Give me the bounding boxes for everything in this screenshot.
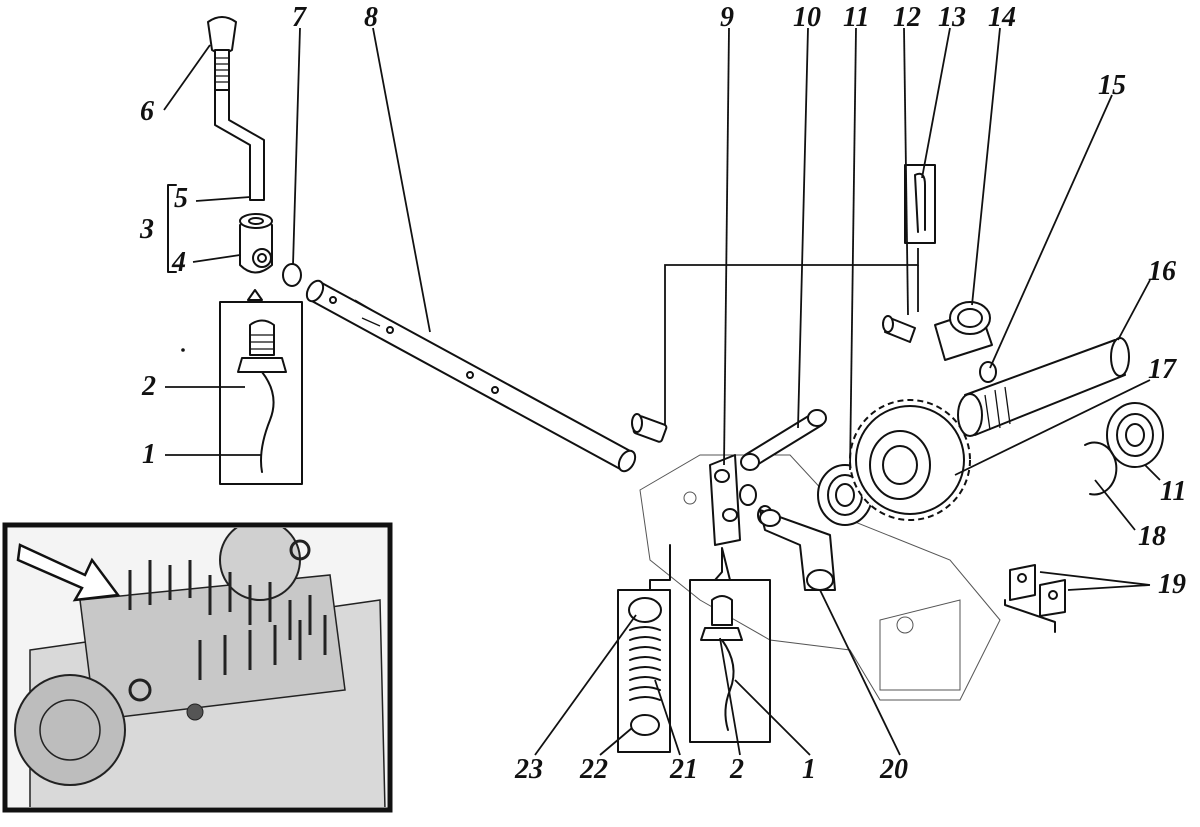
callout-23: 23 [514,754,543,785]
sensor-inset-box-left [219,289,303,485]
callout-12: 12 [893,2,921,33]
callout-2-center: 2 [729,754,744,785]
callout-9: 9 [720,2,734,33]
link-rod-part-10 [740,409,827,471]
stray-dot [181,348,185,352]
callout-21: 21 [669,754,698,785]
clamps-part-19 [1004,564,1066,633]
cotter-pin-inset-part-13 [904,164,936,244]
callout-7: 7 [292,2,307,33]
inset-photo [2,522,393,813]
callout-17: 17 [1148,354,1177,385]
callout-1-left: 1 [142,439,156,470]
callout-13: 13 [938,2,966,33]
hub-part-14 [934,301,993,361]
callout-6: 6 [140,96,154,127]
bearing-part-11-right [1106,402,1164,468]
washer-part-7 [282,263,302,287]
fork-part-9 [709,454,741,546]
lever-bushing-part-4 [239,213,273,274]
callout-5: 5 [174,183,188,214]
callout-10: 10 [793,2,821,33]
lever-arm-part-20 [759,509,836,591]
callout-15: 15 [1098,70,1126,101]
snap-ring-part-18 [1084,441,1118,496]
callout-22: 22 [579,754,608,785]
lever-rod-part-5 [214,89,265,201]
splined-shaft-part-16 [957,337,1130,437]
bracket-group-3 [167,184,177,273]
callout-16: 16 [1148,256,1176,287]
lever-knob-part-6 [207,16,237,91]
callout-14: 14 [988,2,1016,33]
housing-outline [639,454,1001,701]
callout-18: 18 [1138,521,1166,552]
callout-labels: 1 2 3 4 5 6 7 8 9 10 11 12 13 14 15 16 1… [139,2,1186,785]
callout-11-right: 11 [1160,476,1186,507]
callout-20: 20 [879,754,908,785]
washer-part-15 [979,361,997,383]
pin-part-12 [882,315,916,343]
main-shaft-part-8 [305,279,637,473]
callout-1-center: 1 [802,754,816,785]
pin-near-fork [631,413,668,443]
spring-inset-box [617,544,671,753]
leader-lines [163,27,1161,756]
gear-part-17 [849,399,971,521]
sensor-inset-box-center [689,547,771,743]
callout-8: 8 [364,2,378,33]
callout-4: 4 [171,247,186,278]
callout-11-top: 11 [843,2,869,33]
callout-19: 19 [1158,569,1186,600]
callout-3: 3 [139,214,154,245]
callout-2-left: 2 [141,371,156,402]
